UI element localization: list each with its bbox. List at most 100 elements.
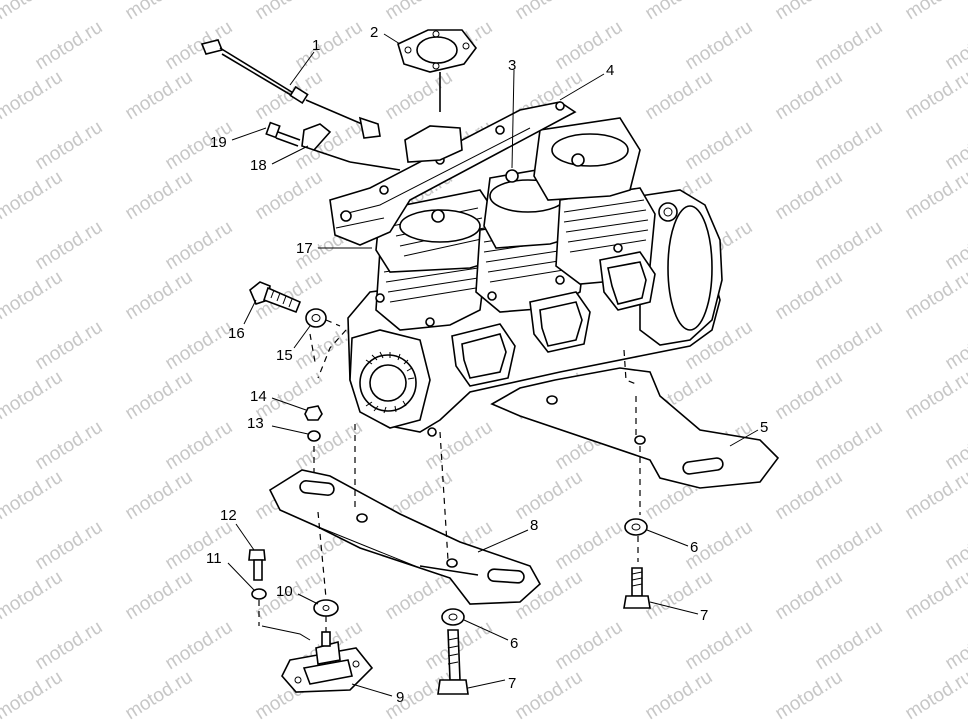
callout-7-center: 7 bbox=[508, 675, 516, 692]
watermark-text: motod.ru bbox=[902, 67, 968, 125]
bolt-center bbox=[437, 629, 469, 695]
watermark-text: motod.ru bbox=[942, 617, 968, 675]
lock-nut bbox=[304, 405, 323, 421]
watermark-text: motod.ru bbox=[552, 17, 627, 75]
watermark-text: motod.ru bbox=[32, 317, 107, 375]
watermark-text: motod.ru bbox=[642, 67, 717, 125]
engine-mount-plate-left bbox=[268, 469, 542, 605]
watermark-text: motod.ru bbox=[812, 17, 887, 75]
callout-labels: 1 2 3 4 5 6 6 7 7 8 9 10 11 bbox=[206, 24, 768, 706]
watermark-text: motod.ru bbox=[902, 667, 968, 725]
exhaust-gasket bbox=[397, 29, 478, 112]
watermark-text: motod.ru bbox=[512, 0, 587, 24]
watermark-text: motod.ru bbox=[252, 67, 327, 125]
watermark-text: motod.ru bbox=[902, 167, 968, 225]
callout-10: 10 bbox=[276, 583, 293, 600]
watermark-text: motod.ru bbox=[122, 0, 197, 24]
flat-washer-right bbox=[624, 518, 648, 536]
bolt-right bbox=[623, 567, 651, 609]
callout-19: 19 bbox=[210, 134, 227, 151]
watermark-text: motod.ru bbox=[422, 417, 497, 475]
watermark-text: motod.ru bbox=[812, 417, 887, 475]
watermark-text: motod.ru bbox=[252, 0, 327, 24]
watermark-text: motod.ru bbox=[162, 217, 237, 275]
watermark-text: motod.ru bbox=[162, 317, 237, 375]
watermark-text: motod.ru bbox=[772, 67, 847, 125]
watermark-text: motod.ru bbox=[682, 17, 757, 75]
temperature-sensor-wire bbox=[200, 39, 381, 139]
cylinder-1 bbox=[375, 189, 501, 331]
watermark-text: motod.ru bbox=[32, 417, 107, 475]
watermark-text: motod.ru bbox=[32, 217, 107, 275]
rubber-engine-mount bbox=[281, 631, 374, 693]
watermark-text: motod.ru bbox=[162, 17, 237, 75]
bolt-left bbox=[248, 549, 266, 581]
callout-6-center: 6 bbox=[510, 635, 518, 652]
watermark-text: motod.ru bbox=[162, 517, 237, 575]
callout-17: 17 bbox=[296, 240, 313, 257]
callout-15: 15 bbox=[276, 347, 293, 364]
watermark-text: motod.ru bbox=[942, 117, 968, 175]
watermark-text: motod.ru bbox=[0, 67, 66, 125]
watermark-text: motod.ru bbox=[122, 367, 197, 425]
watermark-text: motod.ru bbox=[812, 517, 887, 575]
watermark-text: motod.ru bbox=[772, 0, 847, 24]
watermark-text: motod.ru bbox=[902, 0, 968, 24]
watermark-text: motod.ru bbox=[812, 117, 887, 175]
watermark-text: motod.ru bbox=[0, 267, 66, 325]
callout-12: 12 bbox=[220, 507, 237, 524]
callout-13: 13 bbox=[247, 415, 264, 432]
callout-4: 4 bbox=[606, 62, 614, 79]
watermark-text: motod.ru bbox=[682, 617, 757, 675]
reed-block-3 bbox=[599, 251, 656, 311]
reed-block-1 bbox=[451, 323, 516, 387]
watermark-text: motod.ru bbox=[162, 617, 237, 675]
watermark-text: motod.ru bbox=[902, 267, 968, 325]
watermark-text: motod.ru bbox=[942, 17, 968, 75]
watermark-text: motod.ru bbox=[772, 167, 847, 225]
watermark-text: motod.ru bbox=[902, 367, 968, 425]
callout-5: 5 bbox=[760, 419, 768, 436]
engine-block bbox=[329, 101, 723, 437]
watermark-text: motod.ru bbox=[942, 417, 968, 475]
callout-18: 18 bbox=[250, 157, 267, 174]
reed-block-2 bbox=[529, 291, 591, 353]
watermark-text: motod.ru bbox=[772, 467, 847, 525]
washer bbox=[305, 308, 327, 328]
flat-washer-center bbox=[441, 608, 465, 626]
watermark-text: motod.ru bbox=[122, 667, 197, 725]
callout-2: 2 bbox=[370, 24, 378, 41]
engine-mount-bolt bbox=[249, 281, 302, 314]
engine-mount-plate-right bbox=[490, 367, 780, 489]
watermark-text: motod.ru bbox=[32, 117, 107, 175]
watermark-text: motod.ru bbox=[382, 667, 457, 725]
watermark-text: motod.ru bbox=[32, 17, 107, 75]
callout-11: 11 bbox=[206, 550, 222, 567]
watermark-text: motod.ru bbox=[772, 267, 847, 325]
watermark-text: motod.ru bbox=[942, 317, 968, 375]
callout-1: 1 bbox=[312, 37, 320, 54]
watermark-text: motod.ru bbox=[942, 217, 968, 275]
watermark-text: motod.ru bbox=[682, 117, 757, 175]
watermark-text: motod.ru bbox=[552, 517, 627, 575]
callout-14: 14 bbox=[250, 388, 267, 405]
watermark-text: motod.ru bbox=[812, 317, 887, 375]
wire-clip bbox=[301, 123, 401, 171]
lock-washer bbox=[307, 430, 321, 442]
watermark-text: motod.ru bbox=[0, 167, 66, 225]
watermark-text: motod.ru bbox=[812, 617, 887, 675]
watermark-text: motod.ru bbox=[0, 0, 66, 24]
screw bbox=[265, 121, 301, 147]
watermark-text: motod.ru bbox=[122, 467, 197, 525]
callout-3: 3 bbox=[508, 57, 516, 74]
watermark-text: motod.ru bbox=[122, 167, 197, 225]
watermark-text: motod.ru bbox=[32, 517, 107, 575]
watermark-text: motod.ru bbox=[292, 17, 367, 75]
callout-7-right: 7 bbox=[700, 607, 708, 624]
callout-8: 8 bbox=[530, 517, 538, 534]
callout-9: 9 bbox=[396, 689, 404, 706]
watermark-text: motod.ru bbox=[122, 67, 197, 125]
watermark-text: motod.ru bbox=[0, 567, 66, 625]
watermark-text: motod.ru bbox=[32, 617, 107, 675]
watermark-text: motod.ru bbox=[642, 0, 717, 24]
